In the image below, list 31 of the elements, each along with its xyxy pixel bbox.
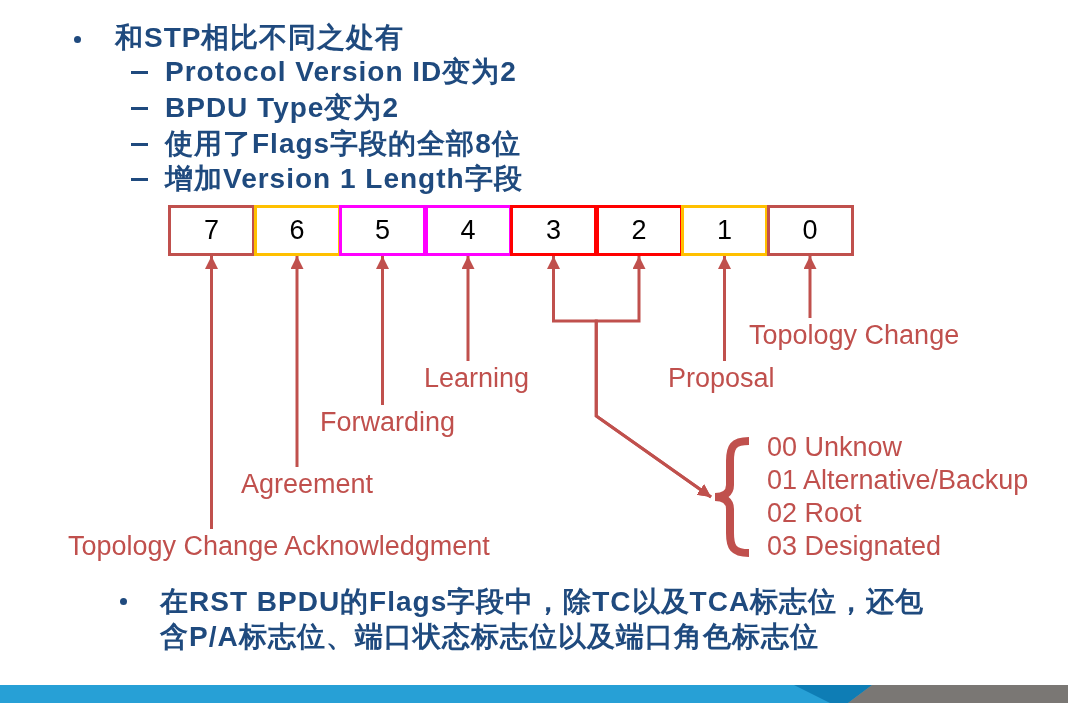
bit-field-box: 5 bbox=[339, 205, 426, 256]
port-role-text: 01 Alternative/Backup bbox=[767, 464, 1029, 497]
sub-bullet-text: 使用了Flags字段的全部8位 bbox=[165, 127, 521, 161]
leader-arrow bbox=[290, 256, 304, 467]
flag-label: Forwarding bbox=[320, 405, 456, 439]
leader-arrow bbox=[376, 256, 389, 405]
sub-bullet-text: BPDU Type变为2 bbox=[165, 91, 399, 125]
flag-label: Proposal bbox=[668, 361, 775, 395]
bullet-text: 在RST BPDU的Flags字段中，除TC以及TCA标志位，还包含P/A标志位、端口状态标志位以及端口角色标志位 bbox=[160, 585, 926, 654]
flag-label: Agreement bbox=[241, 467, 374, 501]
bracket-arrow bbox=[594, 256, 712, 499]
leader-arrow bbox=[461, 256, 475, 361]
bit-field-box: 3 bbox=[510, 205, 597, 256]
flag-label: Topology Change Acknowledgment bbox=[68, 529, 490, 563]
bit-field-box: 6 bbox=[253, 205, 341, 256]
flag-label: Topology Change bbox=[749, 318, 960, 352]
bit-field-box: 0 bbox=[766, 205, 854, 256]
sub-bullet-text: 增加Version 1 Length字段 bbox=[165, 162, 523, 196]
bit-field-box: 7 bbox=[168, 205, 255, 256]
port-role-text: 00 Unknow bbox=[767, 431, 904, 464]
leader-arrow bbox=[718, 256, 731, 361]
leader-arrow bbox=[205, 256, 218, 529]
bit-field-box: 2 bbox=[595, 205, 683, 256]
leader-arrow bbox=[803, 256, 817, 318]
bit-field-box: 1 bbox=[681, 205, 768, 256]
port-role-text: 03 Designated bbox=[767, 530, 943, 563]
port-role-text: 02 Root bbox=[767, 497, 863, 530]
flag-label: Learning bbox=[424, 361, 530, 395]
bit-field-box: 4 bbox=[424, 205, 512, 256]
bullet-text: 和STP相比不同之处有 bbox=[115, 21, 405, 55]
sub-bullet-text: Protocol Version ID变为2 bbox=[165, 55, 517, 89]
